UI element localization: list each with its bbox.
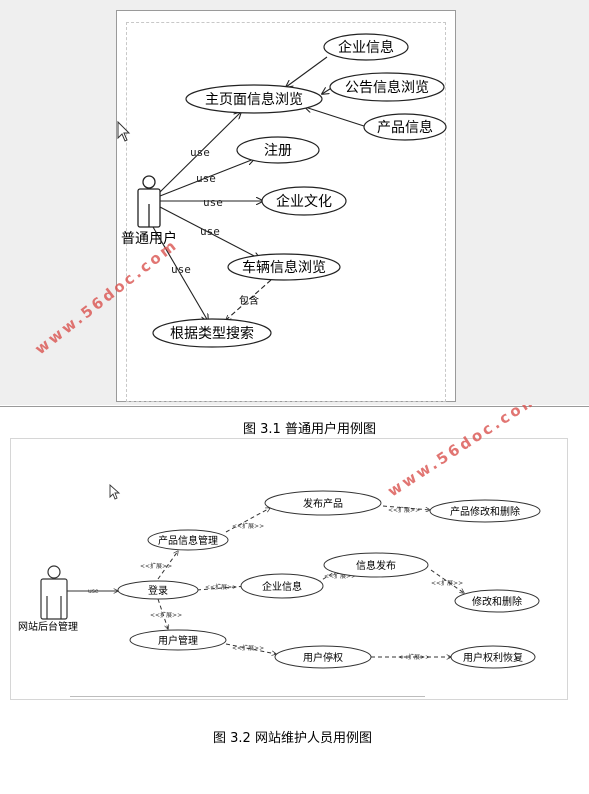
usecase-notice-label: 公告信息浏览 [345, 79, 429, 96]
use-label-register: use [196, 172, 216, 185]
actor-stick-figure [137, 175, 161, 228]
use-label-culture: use [203, 196, 223, 209]
usecase-user-suspend [274, 645, 372, 669]
usecase-login [117, 580, 199, 600]
usecase-enterprise-info [323, 33, 409, 61]
usecase-restore-label: 用户权利恢复 [463, 651, 523, 664]
figure2-bottom-line [70, 696, 425, 697]
usecase-vehicle-label: 车辆信息浏览 [242, 259, 326, 276]
usecase-enterprise-info-2 [240, 573, 324, 599]
usecase-register [236, 136, 320, 164]
usecase-vehicle-browse [227, 253, 341, 281]
usecase-notice-browse [329, 72, 445, 102]
extend-label-product-mgmt: <<扩展>> [140, 562, 172, 570]
figure1-dashed-border [126, 22, 446, 402]
actor-2-label: 网站后台管理 [18, 620, 78, 633]
figure1-caption: 图 3.1 普通用户用例图 [243, 422, 376, 437]
figure2-diagram: www.56doc.com 网站后台管理 use <<扩展>> <<扩展>> <… [18, 405, 542, 669]
usecase-enterprise-info-label: 企业信息 [338, 39, 394, 56]
use-label-login: use [88, 588, 99, 595]
usecase-enterprise-culture [261, 186, 347, 216]
extend-label-edit-delete: <<扩展>> [431, 579, 463, 587]
usecase-homepage-label: 主页面信息浏览 [205, 91, 303, 108]
figure2-caption: 图 3.2 网站维护人员用例图 [213, 731, 372, 746]
separator-line [0, 406, 589, 407]
usecase-edit-delete-label: 修改和删除 [472, 595, 522, 608]
usecase-user-mgmt-label: 用户管理 [158, 634, 198, 647]
usecase-user-mgmt [129, 629, 227, 651]
usecase-homepage-browse [185, 84, 323, 114]
include-label: 包含 [239, 294, 259, 307]
usecase-culture-label: 企业文化 [276, 193, 332, 210]
extend-label-info-publish: <<扩展>> [324, 572, 356, 580]
figure1-diagram: 普通用户 use use use use use 包含 企业信息 主页面信息浏览… [31, 33, 447, 358]
usecase-user-restore [450, 645, 536, 669]
extend-label-restore: <<扩展>> [398, 653, 430, 661]
watermark-2: www.56doc.com [384, 405, 542, 500]
extend-label-publish: <<扩展>> [232, 522, 264, 530]
usecase-product-mgmt-label: 产品信息管理 [158, 534, 218, 547]
usecase-product-info-label: 产品信息 [377, 119, 433, 136]
actor-2-stick-figure [40, 565, 68, 620]
extend-label-product-edit: <<扩展>> [388, 506, 420, 514]
extend-label-suspend: <<扩展>> [232, 644, 264, 652]
usecase-search-label: 根据类型搜索 [170, 325, 254, 342]
usecase-login-label: 登录 [148, 584, 168, 597]
use-label-homepage: use [190, 146, 210, 159]
mouse-cursor-icon-2 [109, 483, 121, 500]
usecase-suspend-label: 用户停权 [303, 651, 343, 664]
use-label-search: use [171, 263, 191, 276]
usecase-publish-label: 发布产品 [303, 497, 343, 510]
usecase-search-by-type [152, 318, 272, 348]
figure2-frame [10, 438, 568, 700]
extend-label-enterprise: <<扩展>> [205, 583, 237, 591]
usecase-product-mgmt [147, 529, 229, 551]
usecase-register-label: 注册 [264, 143, 292, 159]
usecase-info-publish-label: 信息发布 [356, 559, 396, 572]
actor-label: 普通用户 [121, 230, 177, 247]
usecase-info-publish [323, 552, 429, 578]
usecase-enterprise-2-label: 企业信息 [262, 580, 302, 593]
usecase-product-edit-delete [429, 499, 541, 523]
usecase-product-edit-label: 产品修改和删除 [450, 505, 520, 518]
usecase-edit-delete [454, 589, 540, 613]
extend-label-user-mgmt: <<扩展>> [150, 611, 182, 619]
usecase-publish-product [264, 490, 382, 516]
mouse-cursor-icon [117, 120, 131, 142]
use-label-vehicle: use [200, 225, 220, 238]
usecase-product-info [363, 113, 447, 141]
